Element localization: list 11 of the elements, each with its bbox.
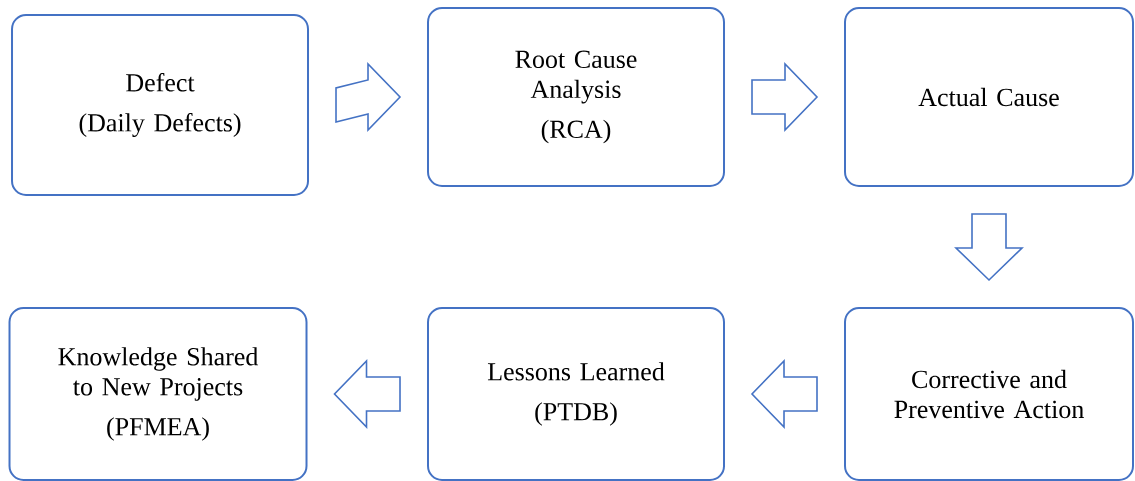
process-box: Actual Cause (844, 7, 1134, 187)
block-arrow (750, 359, 818, 429)
block-arrow (335, 62, 402, 132)
block-arrow (751, 62, 819, 132)
process-box: Knowledge Shared to New Projects (PFMEA) (8, 307, 308, 481)
process-box: Lessons Learned (PTDB) (427, 307, 725, 481)
block-arrow (954, 213, 1024, 282)
process-box: Defect (Daily Defects) (11, 14, 309, 196)
process-box: Root Cause Analysis (RCA) (427, 7, 725, 187)
process-box: Corrective and Preventive Action (844, 307, 1134, 481)
block-arrow (333, 359, 401, 429)
